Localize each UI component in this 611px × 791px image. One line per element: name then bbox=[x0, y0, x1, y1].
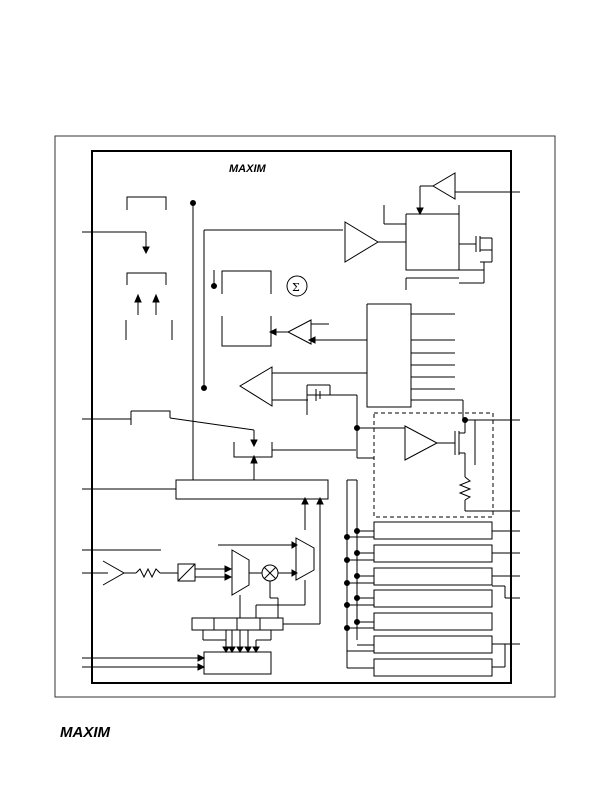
footer-logo: MAXIM bbox=[60, 724, 111, 741]
error-amplifier bbox=[344, 221, 379, 263]
dashed-output-region bbox=[373, 412, 494, 518]
output-mux bbox=[295, 537, 315, 581]
control-logic-block bbox=[405, 213, 460, 271]
mosfet-switch-top bbox=[459, 236, 493, 284]
junction-dot bbox=[190, 200, 196, 206]
left-pins bbox=[82, 231, 204, 668]
summing-node-symbol: Σ bbox=[292, 281, 300, 294]
comparator-lower bbox=[239, 366, 273, 407]
switch-matrix-block bbox=[366, 303, 412, 408]
thermistor-input bbox=[102, 560, 233, 586]
right-pins bbox=[492, 530, 520, 668]
comparator-small bbox=[286, 319, 312, 345]
junction-dot bbox=[201, 385, 207, 391]
register-row bbox=[191, 610, 321, 653]
output-stage-blocks bbox=[373, 521, 493, 677]
logic-block-upper bbox=[221, 270, 272, 294]
chip-boundary bbox=[91, 150, 512, 684]
reference-battery bbox=[306, 384, 357, 415]
outer-frame bbox=[54, 135, 556, 698]
junction-dot bbox=[211, 283, 217, 289]
control-register-block bbox=[203, 651, 272, 675]
buffer-amplifier bbox=[432, 172, 456, 200]
junction-dot bbox=[354, 425, 360, 431]
switch-contact bbox=[131, 410, 171, 418]
output-amplifier bbox=[404, 425, 439, 461]
bus-junctions bbox=[344, 528, 374, 669]
serial-interface-block bbox=[175, 479, 329, 500]
summing-node bbox=[286, 275, 308, 297]
header-logo: MAXIM bbox=[229, 163, 267, 175]
sense-resistor bbox=[458, 476, 472, 501]
logic-block-lower bbox=[221, 316, 272, 347]
input-mux bbox=[231, 549, 250, 596]
bracket-blocks bbox=[125, 196, 173, 340]
